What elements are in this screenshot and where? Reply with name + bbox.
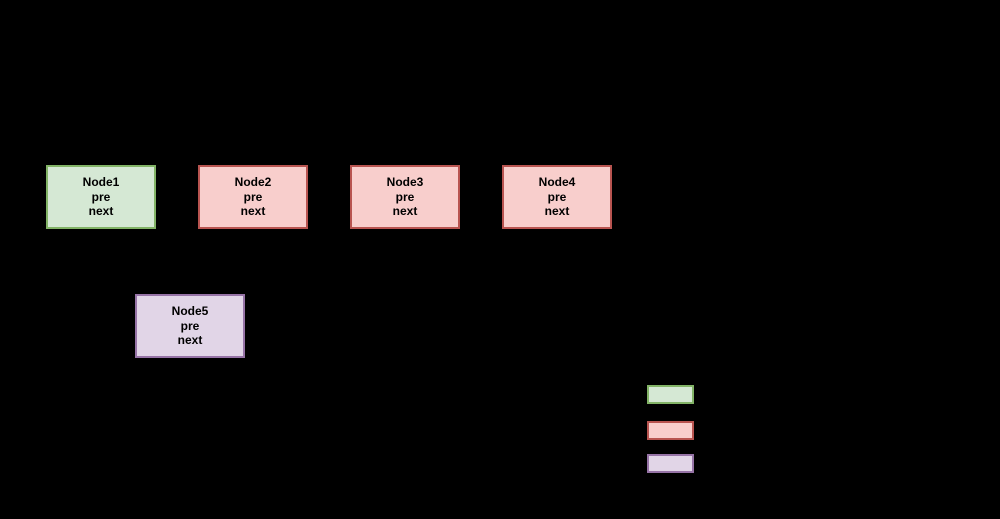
node3-pre-field: pre — [395, 189, 415, 204]
node5-next-field: next — [177, 333, 203, 348]
node1-box[interactable]: Node1 pre next — [46, 165, 156, 229]
node3-next-field: next — [392, 204, 418, 219]
legend-swatch-purple — [647, 454, 694, 473]
node2-next-field: next — [240, 204, 266, 219]
node1-pre-field: pre — [91, 189, 111, 204]
node4-box[interactable]: Node4 pre next — [502, 165, 612, 229]
node4-pre-field: pre — [547, 189, 567, 204]
node1-next-field: next — [88, 204, 114, 219]
node2-title: Node2 — [234, 175, 272, 190]
node2-pre-field: pre — [243, 189, 263, 204]
node5-title: Node5 — [171, 304, 209, 319]
node3-title: Node3 — [386, 175, 424, 190]
node3-box[interactable]: Node3 pre next — [350, 165, 460, 229]
node4-next-field: next — [544, 204, 570, 219]
node1-title: Node1 — [82, 175, 120, 190]
node2-box[interactable]: Node2 pre next — [198, 165, 308, 229]
node5-box[interactable]: Node5 pre next — [135, 294, 245, 358]
legend-swatch-red — [647, 421, 694, 440]
node5-pre-field: pre — [180, 318, 200, 333]
legend-swatch-green — [647, 385, 694, 404]
node4-title: Node4 — [538, 175, 576, 190]
